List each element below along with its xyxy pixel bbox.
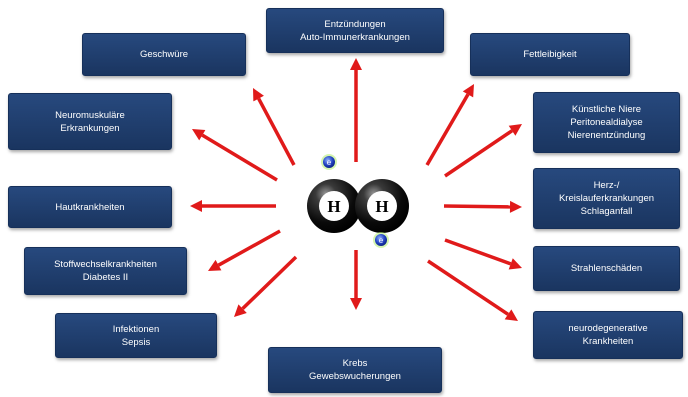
box-neurodegenerative: neurodegenerative Krankheiten — [533, 311, 683, 359]
box-line: Auto-Immunerkrankungen — [300, 31, 410, 43]
box-entzuendungen: Entzündungen Auto-Immunerkrankungen — [266, 8, 444, 53]
arrow — [425, 84, 474, 166]
box-herz-kreislauf: Herz-/ Kreislauferkrankungen Schlaganfal… — [533, 168, 680, 229]
box-krebs: Krebs Gewebswucherungen — [268, 347, 442, 393]
box-hautkrankheiten: Hautkrankheiten — [8, 186, 172, 228]
box-line: Peritonealdialyse — [570, 117, 643, 128]
box-line: Gewebswucherungen — [309, 371, 401, 382]
electron-label: e — [379, 236, 384, 245]
arrow — [427, 259, 518, 321]
box-line: Künstliche Niere — [571, 104, 642, 115]
box-infektionen: Infektionen Sepsis — [55, 313, 217, 358]
electron-top: e — [321, 154, 337, 170]
box-line: Neuromuskuläre — [55, 109, 125, 121]
arrow — [444, 124, 522, 178]
box-line: Erkrankungen — [60, 122, 120, 134]
box-line: Nierenentzündung — [567, 130, 646, 141]
electron-bottom: e — [373, 232, 389, 248]
atom-label: H — [327, 197, 340, 216]
box-line: Sepsis — [121, 336, 151, 348]
box-line: Geschwüre — [139, 49, 189, 60]
box-line: Herz-/ — [593, 180, 620, 191]
atom-label: H — [375, 197, 388, 216]
box-line: Krankheiten — [582, 336, 634, 347]
arrow — [350, 58, 362, 162]
atom-right: H — [355, 179, 409, 233]
box-line: Strahlenschäden — [570, 263, 643, 274]
atom-left: H — [307, 179, 361, 233]
box-fettleibigkeit: Fettleibigkeit — [470, 33, 630, 76]
box-line: Krebs — [342, 358, 368, 369]
arrow — [350, 250, 362, 310]
box-kuenstliche-niere: Künstliche Niere Peritonealdialyse Niere… — [533, 92, 680, 153]
box-line: Entzündungen — [324, 18, 386, 30]
box-line: Schlaganfall — [580, 206, 633, 217]
arrow — [192, 129, 278, 182]
box-line: Kreislauferkrankungen — [558, 193, 655, 204]
arrow — [443, 200, 522, 213]
arrow — [208, 229, 281, 271]
box-strahlenschaeden: Strahlenschäden — [533, 246, 680, 291]
box-stoffwechsel: Stoffwechselkrankheiten Diabetes II — [24, 247, 187, 295]
box-line: Infektionen — [112, 323, 160, 335]
box-line: Fettleibigkeit — [523, 49, 577, 60]
arrow — [253, 88, 296, 166]
arrow — [190, 200, 276, 212]
box-line: Hautkrankheiten — [55, 201, 125, 213]
box-line: neurodegenerative — [568, 323, 648, 334]
box-neuromuskulaere: Neuromuskuläre Erkrankungen — [8, 93, 172, 150]
box-line: Diabetes II — [82, 272, 129, 283]
box-geschwuere: Geschwüre — [82, 33, 246, 76]
arrow — [444, 238, 522, 270]
arrow — [234, 255, 298, 317]
box-line: Stoffwechselkrankheiten — [54, 259, 157, 270]
electron-label: e — [327, 158, 332, 167]
